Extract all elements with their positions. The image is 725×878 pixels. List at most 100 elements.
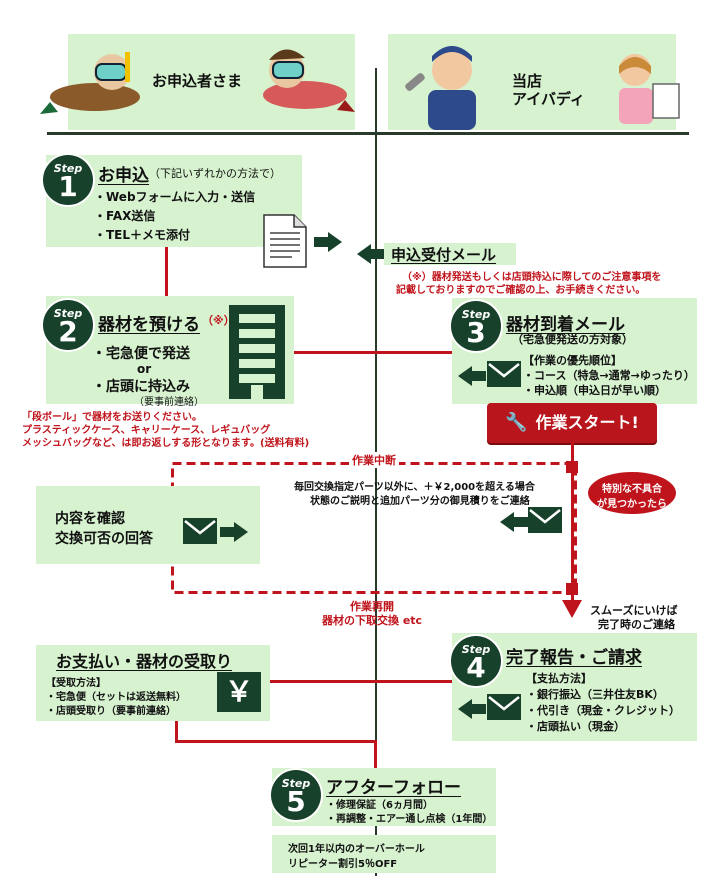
confirm-line-1: 内容を確認 bbox=[55, 511, 125, 527]
step1-note: （下記いずれかの方法で） bbox=[149, 167, 281, 180]
step-word: Step bbox=[281, 777, 311, 790]
step3-priority-title: 【作業の優先順位】 bbox=[523, 354, 622, 367]
confirm-line-2: 交換可否の回答 bbox=[55, 531, 153, 547]
payment-title: お支払い・器材の受取り bbox=[56, 652, 233, 671]
step5-item-2: ・再調整・エアー通し点検（1年間） bbox=[326, 814, 493, 825]
step-number: 3 bbox=[466, 316, 486, 349]
arrow-right-icon bbox=[314, 232, 342, 252]
step2-mark: （※） bbox=[202, 314, 235, 327]
step2-or: or bbox=[137, 362, 152, 376]
arrow-right-icon bbox=[220, 522, 248, 542]
reception-mail-title: 申込受付メール bbox=[391, 246, 497, 264]
step-number: 4 bbox=[466, 651, 486, 684]
staff-illustration bbox=[619, 54, 680, 124]
issue-bubble: 特別な不具合 が見つかったら bbox=[588, 472, 676, 514]
shop-label-line-2: アイバディ bbox=[512, 90, 585, 108]
step1-title: お申込 bbox=[98, 166, 149, 186]
yen-icon: ￥ bbox=[217, 672, 261, 712]
staff-illustration bbox=[405, 46, 476, 130]
mail-icon bbox=[487, 361, 521, 387]
step4-payment-3: ・店頭払い（現金） bbox=[526, 720, 625, 733]
header-divider bbox=[47, 132, 689, 135]
yen-symbol: ￥ bbox=[224, 675, 253, 708]
step4-payment-2: ・代引き（現金・クレジット） bbox=[526, 704, 680, 717]
step3-note: （宅急便発送の方対象） bbox=[512, 333, 633, 346]
step-number: 2 bbox=[58, 315, 78, 348]
diver-illustration bbox=[263, 49, 355, 112]
step5-badge: Step 5 bbox=[271, 770, 321, 820]
step-number: 5 bbox=[286, 785, 306, 818]
step5-item-1: ・修理保証（6ヵ月間） bbox=[326, 800, 433, 811]
payment-receive-title: 【受取方法】 bbox=[46, 678, 106, 689]
step1-item: ・TEL＋メモ添付 bbox=[94, 228, 191, 242]
step4-payment-title: 【支払方法】 bbox=[526, 672, 592, 685]
step3-title: 器材到着メール bbox=[506, 315, 625, 335]
reception-note-1: （※）器材発送もしくは店頭持込に際してのご注意事項を bbox=[402, 272, 662, 283]
issue-bubble-line-1: 特別な不具合 bbox=[602, 484, 662, 495]
step2-warning-1: 「段ボール」で器材をお送りください。 bbox=[22, 412, 202, 423]
reception-note-2: 記載しておりますのでご確認の上、お手続きください。 bbox=[396, 285, 646, 296]
step3-priority-1: ・コース（特急→通常→ゆったり） bbox=[523, 369, 695, 382]
flow-line bbox=[175, 740, 376, 743]
step-word: Step bbox=[461, 643, 491, 656]
mail-icon bbox=[183, 518, 217, 544]
flow-line bbox=[571, 443, 574, 603]
arrow-left-icon bbox=[357, 244, 385, 264]
document-icon bbox=[263, 214, 307, 268]
interrupt-message-2: 状態のご説明と追加パーツ分の御見積りをご連絡 bbox=[310, 496, 530, 507]
resume-node bbox=[566, 583, 578, 595]
step4-payment-1: ・銀行振込（三井住友BK） bbox=[526, 688, 664, 701]
overhaul-panel bbox=[272, 835, 496, 873]
work-start-banner: 🔧 作業スタート! bbox=[487, 403, 657, 443]
step2-warning-2: プラスティックケース、キャリーケース、レギュバッグ bbox=[22, 425, 271, 436]
arrow-left-icon bbox=[458, 699, 486, 719]
step2-option-1: ・宅急便で発送 bbox=[92, 346, 190, 362]
mail-icon bbox=[487, 694, 521, 720]
flow-line bbox=[265, 680, 452, 683]
overhaul-line-2: リピーター割引5％OFF bbox=[288, 859, 398, 870]
interrupt-node bbox=[566, 461, 578, 473]
interrupt-message-1: 毎回交換指定パーツ以外に、＋￥2,000を超える場合 bbox=[294, 482, 535, 493]
flow-line bbox=[294, 351, 452, 354]
arrow-left-icon bbox=[500, 512, 528, 532]
smooth-line-2: 完了時のご連絡 bbox=[598, 618, 675, 631]
customer-label: お申込者さま bbox=[152, 72, 243, 90]
step1-badge: Step 1 bbox=[43, 155, 93, 205]
step2-title: 器材を預ける bbox=[98, 315, 200, 335]
issue-bubble-line-2: が見つかったら bbox=[597, 499, 667, 510]
step2-badge: Step 2 bbox=[43, 300, 93, 350]
step2-warning-3: メッシュバッグなど、は即お返しする形となります。(送料有料) bbox=[22, 438, 310, 449]
payment-receive-2: ・店頭受取り（要事前連絡） bbox=[46, 706, 176, 717]
step-word: Step bbox=[53, 162, 83, 175]
step1-item: ・FAX送信 bbox=[94, 209, 156, 223]
overhaul-line-1: 次回1年以内のオーバーホール bbox=[288, 844, 425, 855]
diver-illustration bbox=[40, 52, 140, 114]
reception-mail-panel bbox=[384, 243, 516, 265]
step4-badge: Step 4 bbox=[451, 636, 501, 686]
flow-line bbox=[165, 247, 168, 296]
building-icon bbox=[229, 305, 285, 399]
step-word: Step bbox=[53, 307, 83, 320]
payment-receive-1: ・宅急便（セットは返送無料） bbox=[46, 692, 186, 703]
smooth-line-1: スムーズにいけば bbox=[590, 604, 678, 617]
resume-label: 作業再開 bbox=[350, 600, 394, 613]
step5-title: アフターフォロー bbox=[326, 778, 461, 798]
arrow-down-icon bbox=[562, 600, 582, 618]
step-number: 1 bbox=[58, 170, 78, 203]
step3-badge: Step 3 bbox=[451, 301, 501, 351]
step1-item: ・Webフォームに入力・送信 bbox=[94, 190, 256, 204]
wrench-icon: 🔧 bbox=[505, 412, 528, 433]
step-word: Step bbox=[461, 308, 491, 321]
arrow-left-icon bbox=[458, 366, 486, 386]
step4-title: 完了報告・ご請求 bbox=[506, 648, 642, 668]
mail-icon bbox=[528, 507, 562, 533]
center-timeline bbox=[375, 68, 377, 876]
interrupt-label: 作業中断 bbox=[349, 452, 399, 468]
work-start-label: 作業スタート! bbox=[535, 413, 639, 432]
flow-line bbox=[374, 740, 377, 768]
confirm-panel bbox=[36, 486, 260, 564]
shop-label-line-1: 当店 bbox=[512, 72, 543, 90]
step2-option-2-note: （要事前連絡） bbox=[134, 397, 204, 408]
step2-option-2: ・店頭に持込み bbox=[92, 379, 190, 395]
step3-priority-2: ・申込順（申込日が早い順） bbox=[523, 384, 666, 397]
